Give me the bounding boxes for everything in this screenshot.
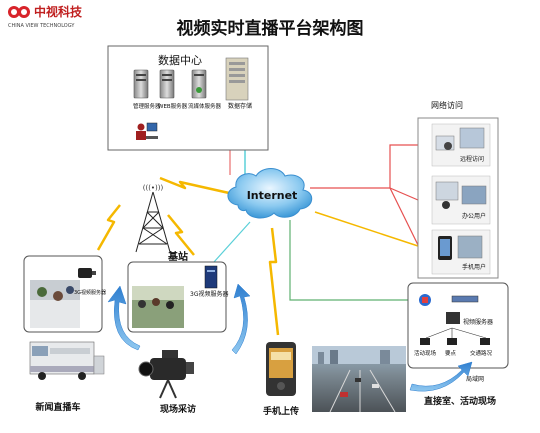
- logo: 中视科技 CHINA VIEW TECHNOLOGY: [8, 4, 83, 29]
- remote-access-item: 远程访问: [431, 123, 491, 167]
- camera-icon: [447, 338, 457, 345]
- data-center-title: 数据中心: [158, 53, 202, 67]
- server-icon: [191, 69, 207, 99]
- router-icon: [419, 294, 431, 306]
- video-server-icon: [204, 265, 218, 289]
- network-access-title: 网络访问: [431, 100, 463, 110]
- signal-waves: (((•))): [143, 184, 164, 192]
- internet-label: Internet: [247, 189, 298, 202]
- station-field-box: 3G视频服务器: [127, 261, 228, 333]
- logo-en: CHINA VIEW TECHNOLOGY: [8, 23, 75, 29]
- mobile-phone-icon: [266, 342, 296, 396]
- studio-label: 直接室、活动现场: [424, 395, 496, 407]
- connection-lines: [213, 144, 419, 301]
- server-label-web: WEB服务器: [158, 102, 188, 110]
- site-label-key: 要点: [445, 350, 457, 357]
- office-user-label: 办公用户: [462, 212, 486, 220]
- news-truck-icon: [29, 341, 105, 380]
- field-interview-label: 现场采访: [160, 403, 196, 415]
- studio-device-label: 视频服务器: [463, 318, 493, 326]
- video-camera-icon: [138, 350, 194, 399]
- network-access: 网络访问 远程访问 办公用户 手机用户: [417, 100, 499, 279]
- camera-icon: [420, 338, 430, 345]
- mobile-user-label: 手机用户: [462, 263, 486, 271]
- camera-icon: [78, 268, 96, 278]
- office-user-item: 办公用户: [431, 175, 491, 225]
- camera-icon: [480, 338, 490, 345]
- server-label-mgmt: 管理服务器: [133, 102, 161, 110]
- wireless-links: [96, 176, 280, 336]
- base-station-label: 基站: [167, 250, 188, 263]
- station-device-label: 3G视频服务器: [190, 290, 228, 298]
- data-center: 数据中心 管理服务器 WEB服务器 流媒体服务器 数据存储: [107, 45, 269, 151]
- uplink-arrows: [107, 283, 473, 392]
- lan-label: 局域网: [466, 375, 484, 383]
- mobile-user-item: 手机用户: [431, 229, 491, 275]
- tower-icon: (((•))): [135, 184, 171, 253]
- storage-icon: [225, 57, 249, 101]
- studio-box: 视频服务器 活动现场 要点 交通路况 局域网: [407, 282, 509, 383]
- site-label-traffic: 交通路况: [470, 349, 493, 357]
- logo-cn: 中视科技: [34, 4, 83, 19]
- server-label-stream: 流媒体服务器: [188, 102, 222, 110]
- diagram-title: 视频实时直播平台架构图: [177, 18, 364, 39]
- video-server-icon: [446, 312, 460, 324]
- internet-cloud: Internet: [227, 168, 313, 219]
- server-icon: [159, 69, 175, 99]
- remote-access-label: 远程访问: [460, 155, 484, 163]
- mobile-upload-label: 手机上传: [263, 405, 299, 417]
- car-device-label: 3G视频服务器: [74, 289, 106, 296]
- switch-icon: [451, 295, 479, 303]
- news-truck-label: 新闻直播车: [35, 401, 80, 413]
- car-field-box: 3G视频服务器: [23, 255, 106, 333]
- site-label-event: 活动现场: [414, 349, 437, 357]
- storage-label: 数据存储: [228, 102, 252, 110]
- server-icon: [133, 69, 149, 99]
- traffic-photo: [312, 346, 406, 413]
- operator-icon: [136, 122, 158, 140]
